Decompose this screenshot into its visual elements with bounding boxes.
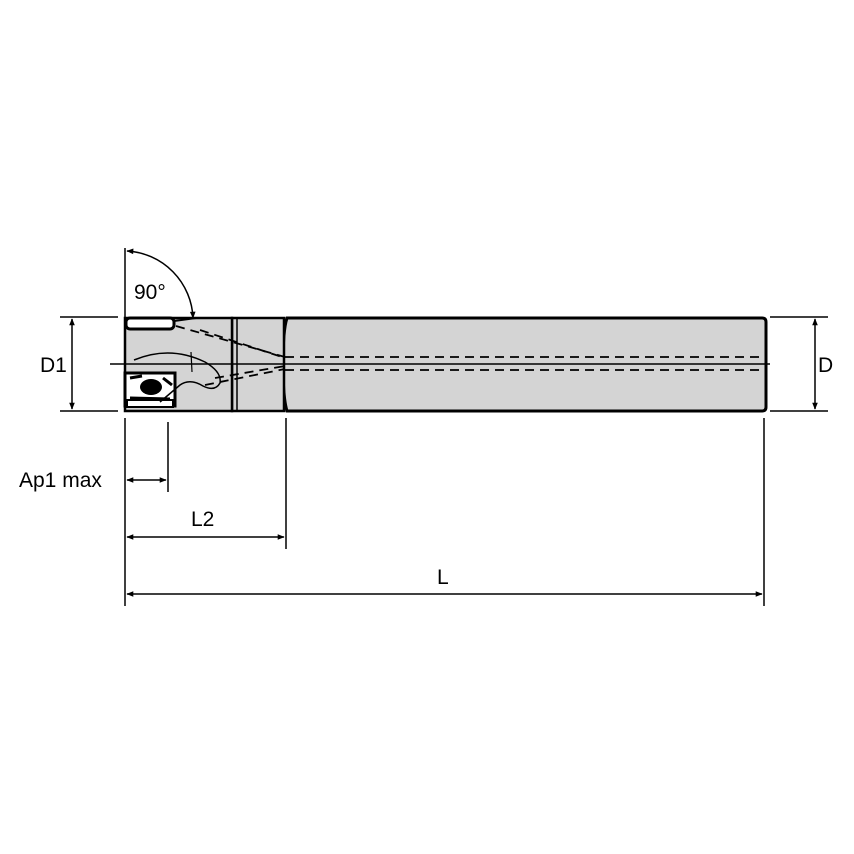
l2-label: L2 (191, 508, 214, 531)
angle-label: 90° (134, 281, 166, 304)
l2-dimension: L2 (126, 508, 285, 540)
extension-lines (124, 418, 765, 606)
angle-dimension: 90° (124, 248, 196, 319)
ap1-label: Ap1 max (19, 469, 102, 492)
bottom-insert (123, 371, 177, 408)
d1-dimension: D1 (40, 316, 118, 412)
ap1-dimension: Ap1 max (19, 469, 167, 492)
d1-label: D1 (40, 354, 67, 377)
d-label: D (818, 354, 833, 377)
tool-body (110, 316, 770, 413)
d-dimension: D (770, 316, 833, 412)
l-label: L (437, 566, 449, 589)
top-insert (124, 316, 176, 331)
l-dimension: L (126, 566, 763, 597)
coolant-channels (175, 325, 762, 386)
